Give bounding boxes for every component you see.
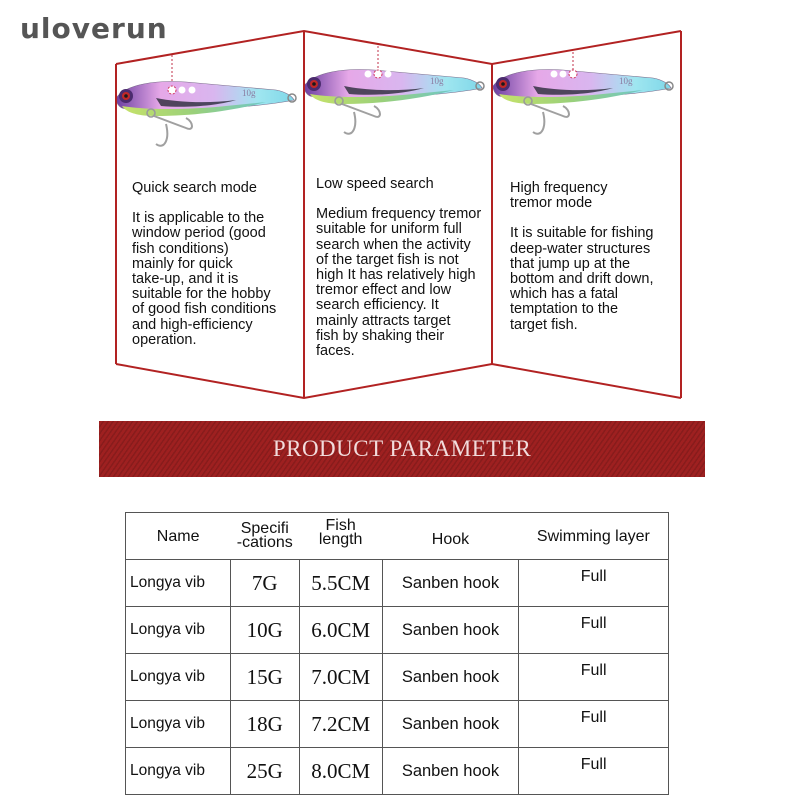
- cell-name: Longya vib: [125, 700, 231, 748]
- cell-name: Longya vib: [125, 559, 231, 607]
- table-row: Longya vib 10G 6.0CM Sanben hook Full: [125, 606, 669, 654]
- cell-name: Longya vib: [125, 653, 231, 701]
- cell-spec: 18G: [229, 700, 300, 748]
- cell-hook: Sanben hook: [381, 559, 520, 607]
- cell-length: 6.0CM: [298, 606, 383, 654]
- cell-spec: 25G: [229, 747, 300, 795]
- cell-hook: Sanben hook: [381, 700, 520, 748]
- cell-layer: Full: [518, 653, 669, 701]
- cell-hook: Sanben hook: [381, 653, 520, 701]
- header-hook: Hook: [382, 512, 519, 560]
- panel-high-frequency-tremor: High frequency tremor mode It is suitabl…: [510, 180, 680, 333]
- cell-layer: Full: [518, 559, 669, 607]
- lure-image-2: [303, 46, 485, 135]
- header-swimming-layer: Swimming layer: [518, 512, 669, 560]
- cell-name: Longya vib: [125, 606, 231, 654]
- panel-body: It is suitable for fishing deep-water st…: [510, 225, 654, 333]
- header-fish-length: Fish length: [299, 512, 383, 560]
- cell-spec: 10G: [229, 606, 300, 654]
- table-header-row: Name Specifi -cations Fish length Hook S…: [125, 512, 669, 560]
- folded-panels-diagram: 10g: [115, 29, 682, 400]
- panel-body: Medium frequency tremor suitable for uni…: [316, 206, 482, 360]
- table-row: Longya vib 7G 5.5CM Sanben hook Full: [125, 559, 669, 607]
- lure-image-3: [492, 52, 674, 135]
- cell-layer: Full: [518, 700, 669, 748]
- cell-spec: 7G: [229, 559, 300, 607]
- table-row: Longya vib 25G 8.0CM Sanben hook Full: [125, 747, 669, 795]
- cell-hook: Sanben hook: [381, 606, 520, 654]
- cell-length: 7.0CM: [298, 653, 383, 701]
- lure-image-1: [115, 55, 297, 147]
- table-row: Longya vib 15G 7.0CM Sanben hook Full: [125, 653, 669, 701]
- header-specifications: Specifi -cations: [230, 512, 300, 560]
- header-name: Name: [125, 512, 231, 560]
- cell-hook: Sanben hook: [381, 747, 520, 795]
- cell-length: 8.0CM: [298, 747, 383, 795]
- panel-low-speed-search: Low speed search Medium frequency tremor…: [316, 176, 501, 360]
- panel-title: High frequency tremor mode: [510, 180, 608, 212]
- banner-title: PRODUCT PARAMETER: [272, 436, 532, 461]
- panel-title: Quick search mode: [132, 180, 257, 196]
- cell-layer: Full: [518, 747, 669, 795]
- brand-logo: uloverun: [20, 12, 168, 45]
- cell-length: 5.5CM: [298, 559, 383, 607]
- table-row: Longya vib 18G 7.2CM Sanben hook Full: [125, 700, 669, 748]
- panel-quick-search: Quick search mode It is applicable to th…: [132, 180, 307, 348]
- cell-layer: Full: [518, 606, 669, 654]
- panel-outlines: [115, 29, 682, 400]
- panel-body: It is applicable to the window period (g…: [132, 210, 277, 348]
- product-parameter-table: Name Specifi -cations Fish length Hook S…: [125, 512, 669, 795]
- panel-title: Low speed search: [316, 176, 434, 192]
- cell-length: 7.2CM: [298, 700, 383, 748]
- cell-name: Longya vib: [125, 747, 231, 795]
- cell-spec: 15G: [229, 653, 300, 701]
- product-parameter-banner: PRODUCT PARAMETER: [99, 421, 705, 477]
